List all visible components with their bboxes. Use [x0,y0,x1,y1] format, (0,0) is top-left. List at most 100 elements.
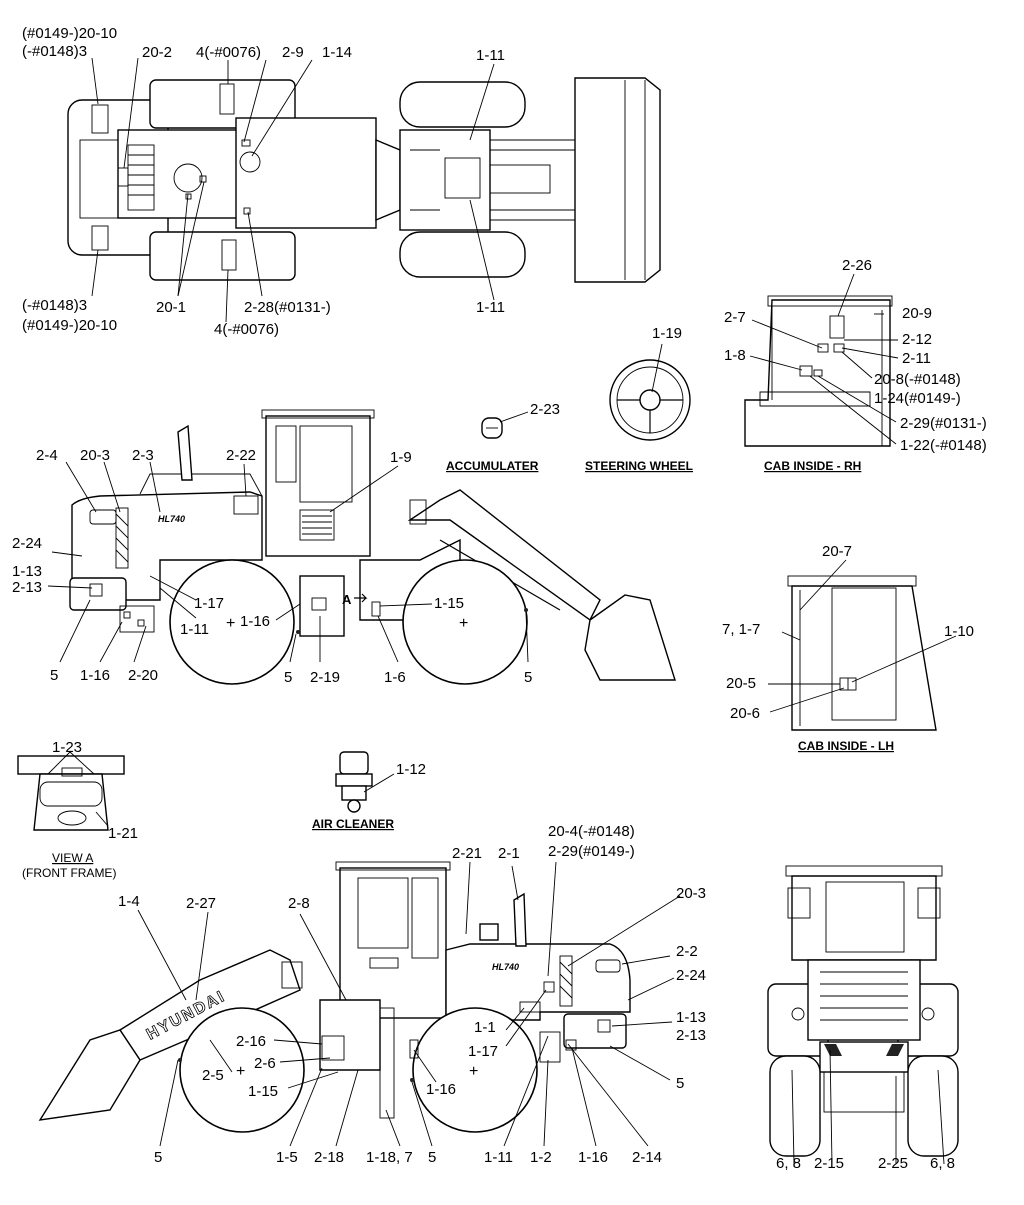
steering-wheel-view: 1-19 STEERING WHEEL [585,325,693,473]
top-front-frame-plate [444,157,481,199]
label-lh-e: 20-6 [730,705,760,722]
label-rs-z: 1-11 [484,1149,513,1166]
label-rs-y: 5 [428,1149,436,1166]
left-side-view: HL740 A + + [12,409,676,686]
cab-lh-roof [787,575,917,587]
top-decal-rear-lower [91,225,109,251]
label-ls-h: 2-13 [12,579,42,596]
label-top-g: 1-11 [476,47,505,64]
ls-front-tire [402,559,528,685]
label-rh-a: 2-26 [842,257,872,274]
label-rr-a: 6, 8 [776,1155,801,1172]
top-decal-rear-upper [91,104,109,134]
rs-front-frame [319,999,381,1071]
label-rs-r: 1-15 [248,1083,278,1100]
label-acc-a: 2-23 [530,401,560,418]
label-rs-ab: 1-16 [578,1149,608,1166]
label-lh-a: 20-7 [822,543,852,560]
ls-bucket [584,594,676,681]
label-rs-s: 1-16 [426,1081,456,1098]
label-rs-m: 1-1 [474,1019,496,1036]
label-ls-p: 5 [284,669,292,686]
label-ls-e: 1-9 [390,449,412,466]
label-rs-q: 2-5 [202,1067,224,1084]
air-cleaner-cap [339,751,369,775]
top-tilt-linkage [489,164,551,194]
label-rs-b: 2-29(#0149-) [548,843,635,860]
top-bucket [574,77,661,283]
top-front-tire-lower [399,231,526,278]
rs-counterweight [563,1013,627,1049]
label-lh-d: 20-5 [726,675,756,692]
label-rs-k: 1-13 [676,1009,706,1026]
label-rs-g: 2-27 [186,895,216,912]
top-articulation-joint [375,138,401,222]
ls-decal-1-13 [89,583,103,597]
top-decal-20-2 [117,167,129,187]
label-rh-b: 2-7 [724,309,746,326]
air-cleaner-view: 1-12 AIR CLEANER [312,751,426,831]
label-rr-b: 2-15 [814,1155,844,1172]
rs-cab-window [357,877,409,949]
va-plate [39,781,103,807]
label-rs-l: 2-13 [676,1027,706,1044]
rs-air-intake [479,923,499,941]
label-top-f: 1-14 [322,44,352,61]
label-rs-i: 2-2 [676,943,698,960]
label-ls-o: 2-20 [128,667,158,684]
top-front-tire-upper [399,81,526,128]
label-sw-a: 1-19 [652,325,682,342]
ls-rear-axle-mark: + [226,615,235,632]
label-top-d: 4(-#0076) [196,44,261,61]
rs-rear-tire [412,1007,538,1133]
label-ls-i: 1-17 [194,595,224,612]
label-rs-f: 1-4 [118,893,140,910]
cab-inside-lh-view: 20-7 7, 1-7 1-10 20-5 20-6 CAB INSIDE - … [722,543,974,753]
rs-boom [119,949,301,1061]
label-top-k: 2-28(#0131-) [244,299,331,316]
rs-front-tire [179,1007,305,1133]
label-ls-k: 1-16 [240,613,270,630]
label-ls-m: 5 [50,667,58,684]
cab-lh-door [831,587,897,721]
cab-lh-outline [791,585,937,731]
label-rh-e: 1-8 [724,347,746,364]
rs-cab [339,867,447,1019]
label-top-b: (-#0148)3 [22,43,87,60]
top-exhaust-circle [173,163,203,193]
caption-steering-wheel: STEERING WHEEL [585,459,693,473]
label-rs-c: 2-21 [452,845,482,862]
label-lh-c: 1-10 [944,623,974,640]
label-rs-j: 2-24 [676,967,706,984]
label-rs-u: 5 [154,1149,162,1166]
caption-view-a: VIEW A [52,851,93,865]
label-ls-j: 1-11 [180,621,209,638]
label-ls-s: 5 [524,669,532,686]
label-rr-c: 2-25 [878,1155,908,1172]
rs-front-axle-mark: + [236,1063,245,1080]
label-va-a: 1-23 [52,739,82,756]
ls-counterweight [69,577,127,611]
cab-rh-roof [767,295,893,307]
view-a: 1-23 1-21 VIEW A (FRONT FRAME) [17,739,138,880]
caption-accumulater: ACCUMULATER [446,459,539,473]
cab-inside-rh-view: 2-26 2-7 20-9 2-12 1-8 2-11 20-8(-#0148)… [724,257,987,473]
ls-cab-window [299,425,353,503]
ls-cab [265,415,371,557]
label-rs-o: 2-16 [236,1033,266,1050]
rr-radiator [807,959,921,1041]
label-ls-c: 2-3 [132,447,154,464]
label-rr-d: 6, 8 [930,1155,955,1172]
label-lh-b: 7, 1-7 [722,621,760,638]
label-rs-h: 2-8 [288,895,310,912]
label-ls-q: 2-19 [310,669,340,686]
rs-decal-20-3 [559,955,573,1007]
ls-rear-tire [169,559,295,685]
accumulater-view: 2-23 ACCUMULATER [446,401,560,473]
ls-boom [407,489,601,622]
rs-decal-2-16 [321,1035,345,1061]
label-rs-a: 20-4(-#0148) [548,823,635,840]
cab-rh-outline [744,299,891,447]
caption-cab-inside-rh: CAB INSIDE - RH [764,459,861,473]
